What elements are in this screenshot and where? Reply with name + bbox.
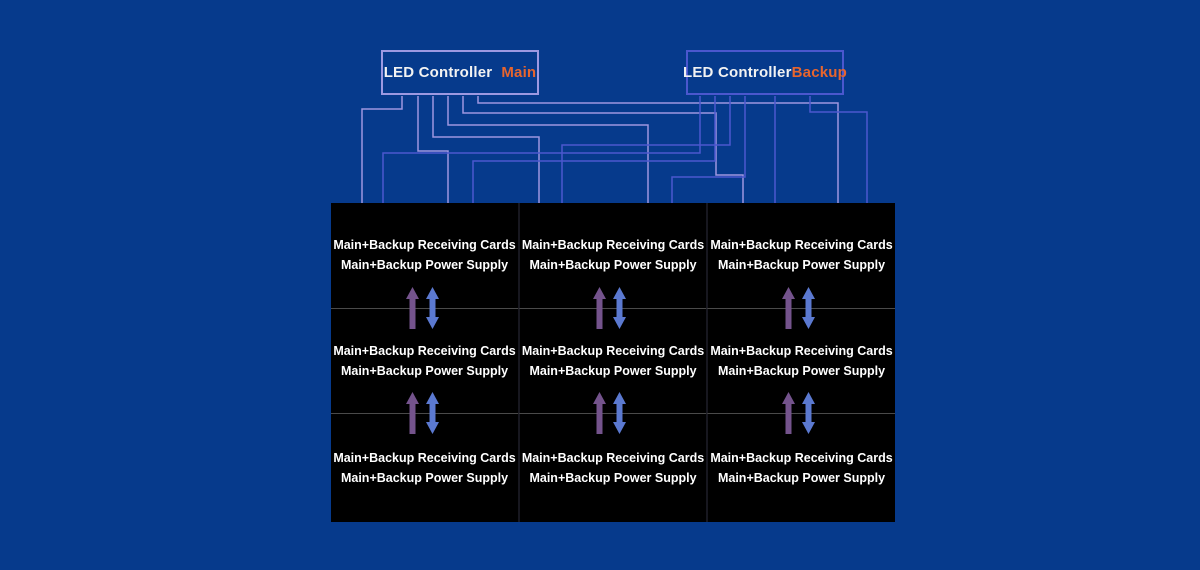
main-wire bbox=[447, 96, 649, 204]
backup-controller-tag: Backup bbox=[791, 64, 848, 81]
panel-line1: Main+Backup Receiving Cards bbox=[710, 343, 893, 358]
panel-line2: Main+Backup Power Supply bbox=[340, 470, 509, 485]
panel-line1: Main+Backup Receiving Cards bbox=[333, 450, 516, 465]
backup-wire bbox=[671, 96, 746, 204]
panel-line1: Main+Backup Receiving Cards bbox=[521, 343, 705, 358]
main-wire bbox=[432, 96, 540, 204]
backup-controller-label: LED Controller bbox=[682, 64, 792, 81]
panel-line2: Main+Backup Power Supply bbox=[717, 258, 886, 272]
panel-line2: Main+Backup Power Supply bbox=[717, 363, 886, 378]
main-wire bbox=[417, 96, 449, 204]
panel-line2: Main+Backup Power Supply bbox=[340, 363, 509, 378]
panel-line1: Main+Backup Receiving Cards bbox=[333, 343, 516, 358]
backup-wire bbox=[809, 96, 868, 204]
main-controller-label: LED Controller bbox=[383, 64, 493, 81]
panel-line2: Main+Backup Power Supply bbox=[717, 470, 886, 485]
panel-line1: Main+Backup Receiving Cards bbox=[521, 238, 705, 252]
main-wire bbox=[462, 96, 744, 204]
panel-line1: Main+Backup Receiving Cards bbox=[333, 238, 516, 252]
backup-wire bbox=[382, 96, 701, 204]
panel-line2: Main+Backup Power Supply bbox=[529, 470, 697, 485]
panel-line2: Main+Backup Power Supply bbox=[529, 363, 697, 378]
panel-line1: Main+Backup Receiving Cards bbox=[710, 450, 893, 465]
backup-wire bbox=[561, 96, 731, 204]
panel-line1: Main+Backup Receiving Cards bbox=[521, 450, 705, 465]
main-wire bbox=[477, 96, 839, 204]
panel-line1: Main+Backup Receiving Cards bbox=[710, 238, 893, 252]
panel-line2: Main+Backup Power Supply bbox=[529, 258, 697, 272]
panel-line2: Main+Backup Power Supply bbox=[340, 258, 509, 272]
backup-controller-box: LED Controller Backup bbox=[682, 50, 848, 95]
main-controller-box: LED Controller Main bbox=[381, 50, 539, 95]
main-wire bbox=[361, 96, 403, 204]
backup-wire bbox=[472, 96, 716, 204]
main-controller-tag: Main bbox=[501, 64, 537, 81]
